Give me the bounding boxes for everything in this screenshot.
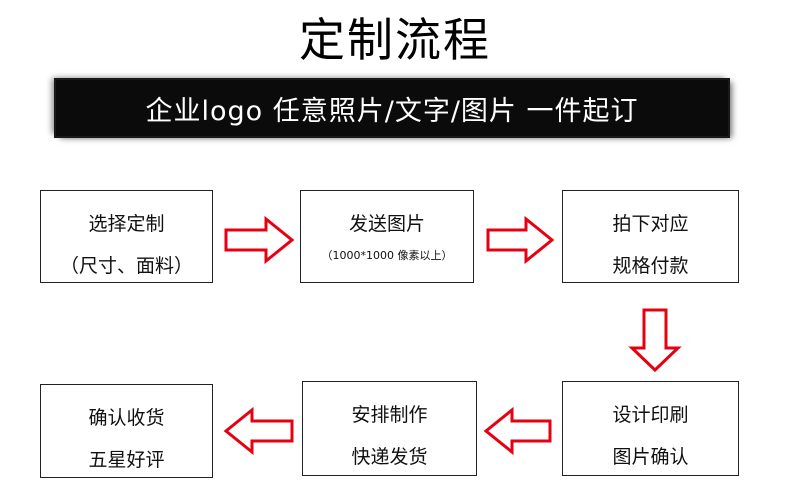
step-detail: 快递发货 (351, 446, 428, 468)
step-box-produce-ship: 安排制作 快递发货 (302, 381, 477, 476)
step-box-pay: 拍下对应 规格付款 (562, 190, 739, 283)
arrow-left-icon (483, 406, 552, 456)
step-detail: （1000*1000 像素以上） (321, 249, 453, 262)
step-title: 选择定制 (88, 213, 165, 235)
step-title: 设计印刷 (612, 404, 689, 426)
page-title: 定制流程 (299, 13, 491, 67)
arrow-right-icon (486, 215, 555, 265)
step-box-confirm-review: 确认收货 五星好评 (40, 384, 213, 478)
step-detail: 规格付款 (612, 255, 689, 277)
step-box-send-image: 发送图片 （1000*1000 像素以上） (300, 190, 474, 283)
step-detail: 五星好评 (88, 449, 165, 471)
step-title: 发送图片 (348, 213, 425, 235)
step-box-select: 选择定制 （尺寸、面料） (40, 190, 213, 283)
arrow-down-icon (628, 308, 682, 373)
step-title: 拍下对应 (612, 213, 689, 235)
banner-text: 企业logo 任意照片/文字/图片 一件起订 (145, 95, 639, 127)
arrow-left-icon (223, 406, 294, 456)
arrow-right-icon (224, 215, 295, 265)
step-title: 确认收货 (88, 407, 165, 429)
banner: 企业logo 任意照片/文字/图片 一件起订 (56, 80, 728, 136)
step-detail: 图片确认 (612, 446, 689, 468)
step-title: 安排制作 (351, 404, 428, 426)
step-detail: （尺寸、面料） (59, 255, 193, 277)
step-box-design-print: 设计印刷 图片确认 (562, 381, 739, 476)
